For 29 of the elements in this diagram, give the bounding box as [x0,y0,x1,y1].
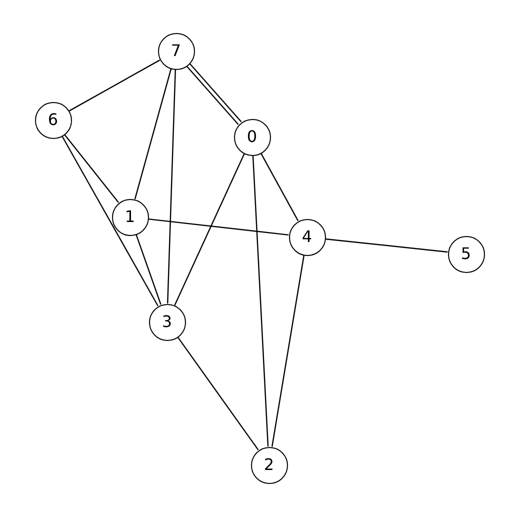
node-label: 6 [48,112,58,128]
graph-node-circle [112,198,148,236]
node-label: 3 [162,314,172,330]
graph-node-circle [234,118,270,156]
connector-line [325,238,448,253]
graph-node-circle [148,304,186,340]
connector-line [271,255,305,447]
node-label: 5 [460,246,472,262]
connector-line [252,155,269,447]
connector-line [68,60,160,112]
connector-line [64,134,119,203]
graph-node-circle [250,446,288,484]
node-label: 4 [302,229,312,245]
connector-line [260,152,299,222]
graph-node-circle [34,102,72,138]
connector-line [136,234,162,305]
connector-line [62,136,158,306]
graph-node-circle [288,218,326,256]
node-label: 1 [124,209,136,225]
graph-node-circle [448,236,484,272]
connector-line [167,69,176,304]
connector-line [148,218,289,236]
node-label: 7 [170,43,182,59]
node-label: 0 [246,129,258,145]
graph-node-circle [158,32,194,70]
connector-line [174,154,245,306]
connector-line [177,336,259,450]
connector-line [134,68,172,200]
node-label: 2 [264,457,274,473]
